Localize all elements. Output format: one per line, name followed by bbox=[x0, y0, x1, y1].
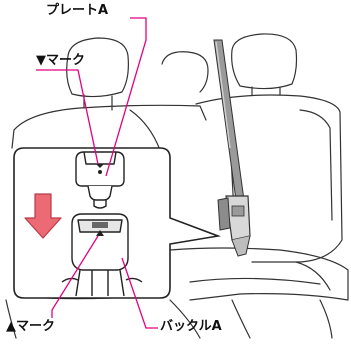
leader-plate-a bbox=[105, 17, 147, 177]
down-arrow-icon bbox=[24, 193, 62, 239]
leader-lines bbox=[36, 17, 158, 329]
left-headrest bbox=[66, 37, 129, 98]
leader-up-mark bbox=[51, 235, 99, 318]
left-seatback bbox=[13, 104, 207, 131]
seat-belt bbox=[213, 39, 251, 257]
leader-buckle-a bbox=[121, 257, 158, 329]
leader-down-mark bbox=[36, 69, 99, 165]
plate-a-drawing bbox=[75, 151, 125, 209]
seat-cushion bbox=[169, 247, 349, 301]
up-mark-label: ▲マーク bbox=[6, 319, 55, 334]
down-mark-label: ▼マーク bbox=[36, 53, 85, 68]
right-seatback bbox=[195, 94, 343, 263]
right-headrest bbox=[231, 33, 298, 90]
buckle-a-label: バックルA bbox=[160, 319, 222, 334]
plate-a-label: プレートA bbox=[46, 3, 109, 18]
